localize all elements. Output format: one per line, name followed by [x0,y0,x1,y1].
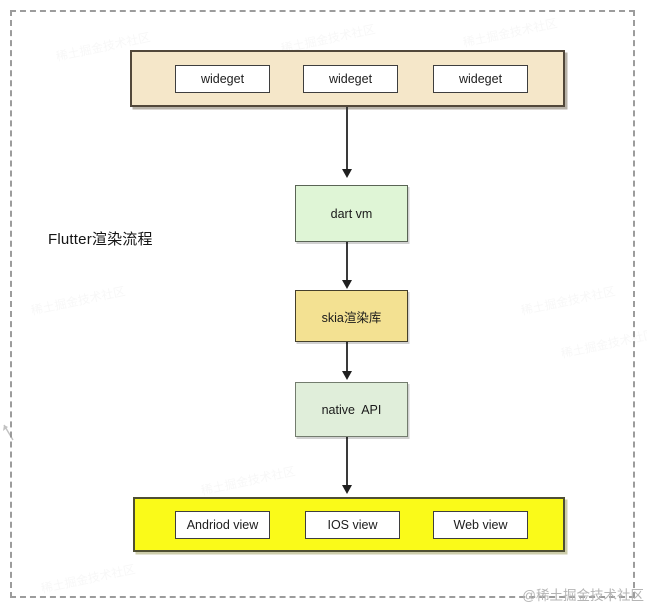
platform-view-label: Web view [453,518,508,532]
platform-views-bar: Andriod view IOS view Web view [133,497,565,552]
platform-view-label: IOS view [327,518,378,532]
node-label: native API [321,402,382,417]
widget-node-label: wideget [458,72,503,86]
platform-view-label: Andriod view [186,518,259,532]
node-native-api: native API [295,382,408,437]
down-arrow-icon [346,242,348,280]
site-watermark: @稀土掘金技术社区 [522,588,644,603]
cursor-arrow-icon [3,424,14,441]
platform-view-node: Andriod view [175,511,270,539]
widget-node: wideget [303,65,398,93]
diagram-title: Flutter渲染流程 [48,231,153,248]
widget-node: wideget [175,65,270,93]
down-arrow-icon [346,107,348,169]
node-dart-vm: dart vm [295,185,408,242]
down-arrow-icon [346,437,348,485]
widget-layer-bar: wideget wideget wideget [130,50,565,107]
platform-view-node: IOS view [305,511,400,539]
node-skia-render-lib: skia渲染库 [295,290,408,342]
node-label: dart vm [330,206,373,221]
down-arrow-icon [346,342,348,371]
node-label: skia渲染库 [321,310,382,325]
dashed-border-frame [10,10,635,598]
widget-node: wideget [433,65,528,93]
widget-node-label: wideget [200,72,245,86]
widget-node-label: wideget [328,72,373,86]
platform-view-node: Web view [433,511,528,539]
